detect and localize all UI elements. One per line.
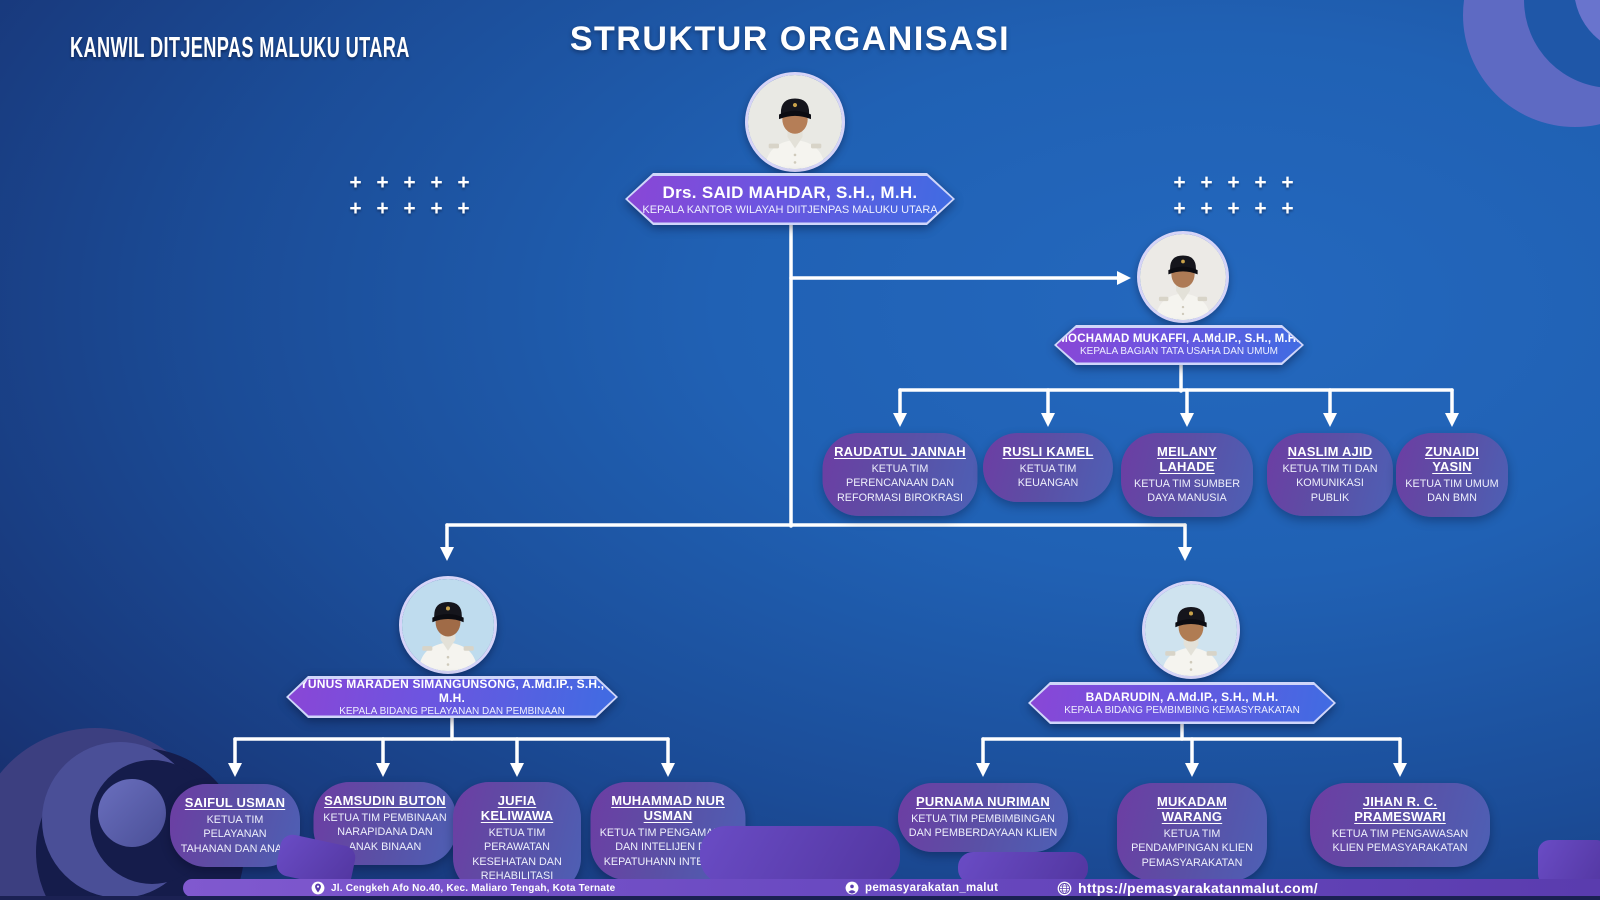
team-leader-name: ZUNAIDI YASIN xyxy=(1424,444,1480,474)
team-leader-name: JIHAN R. C. PRAMESWARI xyxy=(1354,794,1446,824)
team-role: KETUA TIM PERAWATAN KESEHATAN DAN REHABI… xyxy=(472,827,562,882)
address-text: Jl. Cengkeh Afo No.40, Kec. Maliaro Teng… xyxy=(331,882,616,894)
officer-avatar xyxy=(1145,584,1237,676)
plate-kabag-tata-usaha: MOCHAMAD MUKAFFI, A.Md.IP., S.H., M.H. K… xyxy=(1054,325,1304,365)
team-leader-name: MUHAMMAD NUR USMAN xyxy=(611,793,725,823)
plate-kabid-pembimbing: BADARUDIN, A.Md.IP., S.H., M.H. KEPALA B… xyxy=(1028,682,1336,724)
team-card: MUKADAM WARANG KETUA TIM PENDAMPINGAN KL… xyxy=(1117,783,1267,881)
plus-glyph: + xyxy=(430,197,443,220)
plus-glyph: + xyxy=(1281,171,1294,194)
team-role: KETUA TIM SUMBER DAYA MANUSIA xyxy=(1134,478,1240,505)
person-role: KEPALA BIDANG PELAYANAN DAN PEMBINAAN xyxy=(339,706,565,717)
instagram-item: pemasyarakatan_malut xyxy=(845,879,998,897)
team-card: ZUNAIDI YASIN KETUA TIM UMUM DAN BMN xyxy=(1396,433,1508,517)
team-role: KETUA TIM TI DAN KOMUNIKASI PUBLIK xyxy=(1282,463,1378,504)
plus-glyph: + xyxy=(430,171,443,194)
plate-kepala-kanwil: Drs. SAID MAHDAR, S.H., M.H. KEPALA KANT… xyxy=(625,173,955,225)
team-role: KETUA TIM PEMBIMBINGAN DAN PEMBERDAYAAN … xyxy=(908,813,1058,840)
plus-glyph: + xyxy=(457,171,470,194)
plus-glyph: + xyxy=(1227,171,1240,194)
footer-decoration xyxy=(700,826,900,884)
plus-glyph: + xyxy=(376,197,389,220)
photo-kepala-kanwil xyxy=(745,72,845,172)
team-role: KETUA TIM PELAYANAN TAHANAN DAN ANAK xyxy=(180,814,290,855)
team-leader-name: RUSLI KAMEL xyxy=(1002,444,1094,459)
address-item: Jl. Cengkeh Afo No.40, Kec. Maliaro Teng… xyxy=(311,879,615,897)
person-role: KEPALA BIDANG PEMBIMBING KEMASYRAKATAN xyxy=(1064,705,1300,716)
officer-avatar xyxy=(1140,234,1226,320)
map-pin-icon xyxy=(311,881,325,895)
team-card: MEILANY LAHADE KETUA TIM SUMBER DAYA MAN… xyxy=(1121,433,1253,517)
footer-bar: Jl. Cengkeh Afo No.40, Kec. Maliaro Teng… xyxy=(183,879,1600,897)
officer-avatar xyxy=(748,75,842,169)
plus-glyph: + xyxy=(376,171,389,194)
person-name: BADARUDIN, A.Md.IP., S.H., M.H. xyxy=(1085,690,1279,704)
plus-glyph: + xyxy=(1254,171,1267,194)
plate-body: YUNUS MARADEN SIMANGUNSONG, A.Md.IP., S.… xyxy=(289,679,616,716)
team-leader-name: SAIFUL USMAN xyxy=(184,795,286,810)
plus-glyph: + xyxy=(1254,197,1267,220)
team-role: KETUA TIM PEMBINAAN NARAPIDANA DAN ANAK … xyxy=(323,812,447,853)
plus-glyph: + xyxy=(457,197,470,220)
corner-circle-decoration xyxy=(98,779,166,847)
team-card: RUSLI KAMEL KETUA TIM KEUANGAN xyxy=(983,433,1113,502)
person-name: Drs. SAID MAHDAR, S.H., M.H. xyxy=(662,182,918,202)
website-url: https://pemasyarakatanmalut.com/ xyxy=(1078,880,1318,896)
plus-decoration-left: + + + + + + + + + + xyxy=(342,170,477,222)
team-role: KETUA TIM PENDAMPINGAN KLIEN PEMASYARAKA… xyxy=(1131,828,1253,869)
plus-glyph: + xyxy=(349,197,362,220)
team-role: KETUA TIM PENGAWASAN KLIEN PEMASYARAKATA… xyxy=(1331,828,1469,855)
plate-body: Drs. SAID MAHDAR, S.H., M.H. KEPALA KANT… xyxy=(628,176,953,223)
team-card: PURNAMA NURIMAN KETUA TIM PEMBIMBINGAN D… xyxy=(898,783,1068,852)
plus-glyph: + xyxy=(349,171,362,194)
plus-glyph: + xyxy=(1173,171,1186,194)
team-role: KETUA TIM UMUM DAN BMN xyxy=(1405,478,1499,505)
plus-glyph: + xyxy=(1281,197,1294,220)
instagram-handle: pemasyarakatan_malut xyxy=(865,882,999,894)
team-leader-name: RAUDATUL JANNAH xyxy=(834,444,966,459)
person-icon xyxy=(845,881,859,895)
plus-glyph: + xyxy=(1200,197,1213,220)
website-item: https://pemasyarakatanmalut.com/ xyxy=(1057,879,1318,897)
plus-glyph: + xyxy=(1200,171,1213,194)
person-name: MOCHAMAD MUKAFFI, A.Md.IP., S.H., M.H. xyxy=(1058,333,1300,345)
plate-body: BADARUDIN, A.Md.IP., S.H., M.H. KEPALA B… xyxy=(1031,685,1334,722)
team-leader-name: MEILANY LAHADE xyxy=(1157,444,1217,474)
team-role: KETUA TIM KEUANGAN xyxy=(1017,463,1079,490)
team-card: JIHAN R. C. PRAMESWARI KETUA TIM PENGAWA… xyxy=(1310,783,1490,867)
page-title: STRUKTUR ORGANISASI xyxy=(569,20,1011,58)
brand-title: KANWIL DITJENPAS MALUKU UTARA xyxy=(70,30,410,64)
photo-kabid-pelayanan xyxy=(399,576,497,674)
team-card: RAUDATUL JANNAH KETUA TIM PERENCANAAN DA… xyxy=(822,433,978,516)
footer-decoration xyxy=(1538,840,1600,886)
plate-body: MOCHAMAD MUKAFFI, A.Md.IP., S.H., M.H. K… xyxy=(1057,328,1302,363)
officer-avatar xyxy=(402,579,494,671)
globe-icon xyxy=(1057,881,1072,895)
team-leader-name: MUKADAM WARANG xyxy=(1157,794,1227,824)
team-leader-name: NASLIM AJID xyxy=(1287,444,1373,459)
plate-kabid-pelayanan: YUNUS MARADEN SIMANGUNSONG, A.Md.IP., S.… xyxy=(286,676,618,718)
plus-decoration-right: + + + + + + + + + + xyxy=(1166,170,1301,222)
team-leader-name: SAMSUDIN BUTON xyxy=(324,793,446,808)
footer-decoration xyxy=(958,852,1088,884)
team-leader-name: JUFIA KELIWAWA xyxy=(480,793,554,823)
plus-glyph: + xyxy=(1227,197,1240,220)
team-leader-name: PURNAMA NURIMAN xyxy=(916,794,1050,809)
plus-glyph: + xyxy=(403,197,416,220)
photo-kabag-tata-usaha xyxy=(1137,231,1229,323)
plus-glyph: + xyxy=(1173,197,1186,220)
person-role: KEPALA BAGIAN TATA USAHA DAN UMUM xyxy=(1079,346,1278,357)
team-card: JUFIA KELIWAWA KETUA TIM PERAWATAN KESEH… xyxy=(453,782,581,894)
photo-kabid-pembimbing xyxy=(1142,581,1240,679)
team-role: KETUA TIM PERENCANAAN DAN REFORMASI BIRO… xyxy=(837,463,963,504)
plus-glyph: + xyxy=(403,171,416,194)
team-card: NASLIM AJID KETUA TIM TI DAN KOMUNIKASI … xyxy=(1267,433,1393,516)
person-role: KEPALA KANTOR WILAYAH DIITJENPAS MALUKU … xyxy=(642,203,938,216)
bottom-strip xyxy=(0,896,1600,900)
person-name: YUNUS MARADEN SIMANGUNSONG, A.Md.IP., S.… xyxy=(299,677,605,705)
